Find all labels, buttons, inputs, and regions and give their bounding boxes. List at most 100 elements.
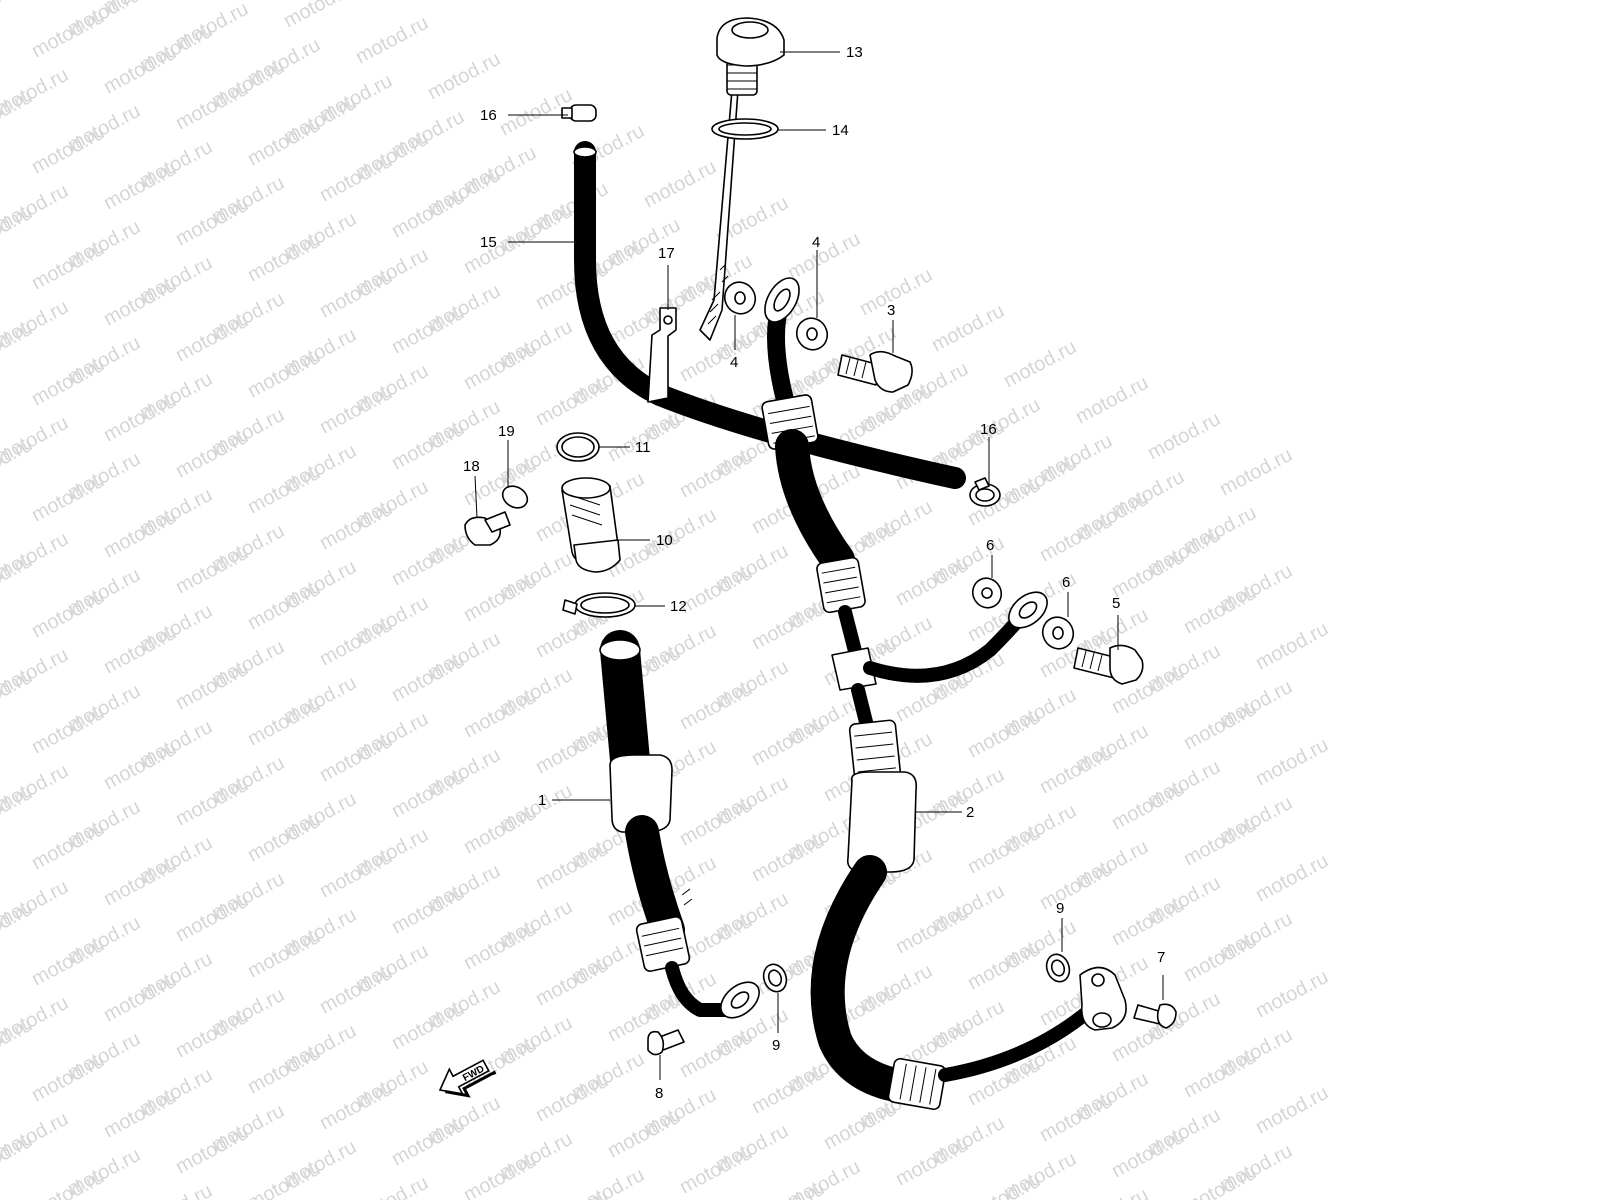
watermark-text: motod.ru	[676, 446, 756, 502]
watermark-text: motod.ru	[532, 954, 612, 1010]
callout-16-right: 16	[980, 421, 997, 438]
watermark-text: motod.ru	[460, 802, 540, 858]
watermark-text: motod.ru	[1216, 444, 1296, 500]
watermark-text: motod.ru	[28, 1166, 108, 1200]
callout-15: 15	[480, 234, 497, 251]
watermark-text: motod.ru	[172, 774, 252, 830]
watermark-text: motod.ru	[928, 300, 1008, 356]
watermark-text: motod.ru	[1000, 336, 1080, 392]
watermark-text: motod.ru	[100, 1086, 180, 1142]
watermark-text: motod.ru	[100, 622, 180, 678]
callout-18: 18	[463, 458, 480, 475]
callout-17: 17	[658, 245, 675, 262]
washer-4-right	[795, 317, 829, 351]
watermark-text: motod.ru	[1108, 1126, 1188, 1182]
callout-3: 3	[887, 302, 895, 319]
watermark-text: motod.ru	[316, 498, 396, 554]
watermark-text: motod.ru	[424, 48, 504, 104]
watermark-text: motod.ru	[316, 382, 396, 438]
watermark-text: motod.ru	[172, 658, 252, 714]
watermark-text: motod.ru	[964, 822, 1044, 878]
watermark-text: motod.ru	[1072, 372, 1152, 428]
watermark-text: motod.ru	[136, 1180, 216, 1200]
watermark-text: motod.ru	[532, 374, 612, 430]
watermark-text: motod.ru	[244, 1042, 324, 1098]
oil-hose-1	[599, 630, 760, 1019]
watermark-text: motod.ru	[892, 554, 972, 610]
watermark-text: motod.ru	[316, 730, 396, 786]
fwd-direction-badge: FWD	[438, 1059, 497, 1098]
watermark-text: motod.ru	[676, 794, 756, 850]
watermark-text: motod.ru	[28, 122, 108, 178]
watermark-text: motod.ru	[388, 998, 468, 1054]
callout-16-top: 16	[480, 107, 497, 124]
watermark-text: motod.ru	[244, 230, 324, 286]
callout-12: 12	[670, 598, 687, 615]
callout-11: 11	[635, 439, 651, 456]
callout-9-right: 9	[1056, 900, 1064, 917]
callout-9-left: 9	[772, 1037, 780, 1054]
banjo-bolt-3	[837, 350, 913, 393]
watermark-text: motod.ru	[244, 578, 324, 634]
watermark-text: motod.ru	[964, 938, 1044, 994]
washer-9-right	[1045, 953, 1071, 983]
watermark-text: motod.ru	[388, 1114, 468, 1170]
watermark-text: motod.ru	[352, 1172, 432, 1200]
watermark-text: motod.ru	[172, 194, 252, 250]
watermark-text: motod.ru	[856, 264, 936, 320]
watermark-text: motod.ru	[172, 542, 252, 598]
callout-14: 14	[832, 122, 849, 139]
watermark-text: motod.ru	[892, 902, 972, 958]
watermark-text: motod.ru	[100, 274, 180, 330]
watermark-text: motod.ru	[244, 1158, 324, 1200]
watermark-text: motod.ru	[532, 838, 612, 894]
watermark-text: motod.ru	[316, 266, 396, 322]
watermark-text: motod.ru	[460, 222, 540, 278]
callout-13: 13	[846, 44, 863, 61]
washer-9-left	[762, 963, 788, 993]
watermark-text: motod.ru	[1180, 814, 1260, 870]
watermark-text: motod.ru	[964, 706, 1044, 762]
watermark-text: motod.ru	[388, 766, 468, 822]
watermark-text: motod.ru	[100, 506, 180, 562]
callout-layer: 13 16 14 15 17 4 4 3 11 19 18 16 10 6 6 …	[463, 44, 1165, 1102]
oil-hose-2	[761, 277, 1127, 1111]
watermark-text: motod.ru	[388, 882, 468, 938]
callout-7: 7	[1157, 949, 1165, 966]
watermark-text: motod.ru	[388, 650, 468, 706]
watermark-text: motod.ru	[1144, 408, 1224, 464]
watermark-text: motod.ru	[1036, 742, 1116, 798]
oil-filter-screen-10	[561, 477, 621, 573]
bracket-17	[647, 307, 677, 403]
oil-filler-cap-dipstick-13	[699, 17, 785, 341]
watermark-text: motod.ru	[1036, 858, 1116, 914]
watermark-text: motod.ru	[532, 1070, 612, 1126]
callout-19: 19	[498, 423, 515, 440]
callout-10: 10	[656, 532, 673, 549]
watermark-text: motod.ru	[244, 694, 324, 750]
watermark-text: motod.ru	[1036, 510, 1116, 566]
callout-4-lower: 4	[730, 354, 738, 371]
washer-6-left	[971, 577, 1003, 609]
watermark-text: motod.ru	[316, 1078, 396, 1134]
callout-1: 1	[538, 792, 546, 809]
washer-4-left	[723, 281, 757, 315]
watermark-text: motod.ru	[172, 1122, 252, 1178]
plug-bolt-18	[464, 511, 511, 546]
watermark-text: motod.ru	[316, 962, 396, 1018]
watermark-text: motod.ru	[388, 186, 468, 242]
watermark-text: motod.ru	[172, 310, 252, 366]
watermark-text: motod.ru	[100, 738, 180, 794]
washer-6-right	[1041, 616, 1075, 650]
watermark-text: motod.ru	[244, 346, 324, 402]
watermark-text: motod.ru	[172, 426, 252, 482]
watermark-text: motod.ru	[1252, 850, 1332, 906]
watermark-text: motod.ru	[1252, 966, 1332, 1022]
watermark-layer: motod.rumotod.rumotod.rumotod.rumotod.ru…	[0, 0, 1332, 1200]
watermark-text: motod.ru	[748, 598, 828, 654]
watermark-text: motod.ru	[784, 228, 864, 284]
watermark-text: motod.ru	[1108, 894, 1188, 950]
watermark-text: motod.ru	[460, 1034, 540, 1090]
watermark-text: motod.ru	[820, 1098, 900, 1154]
